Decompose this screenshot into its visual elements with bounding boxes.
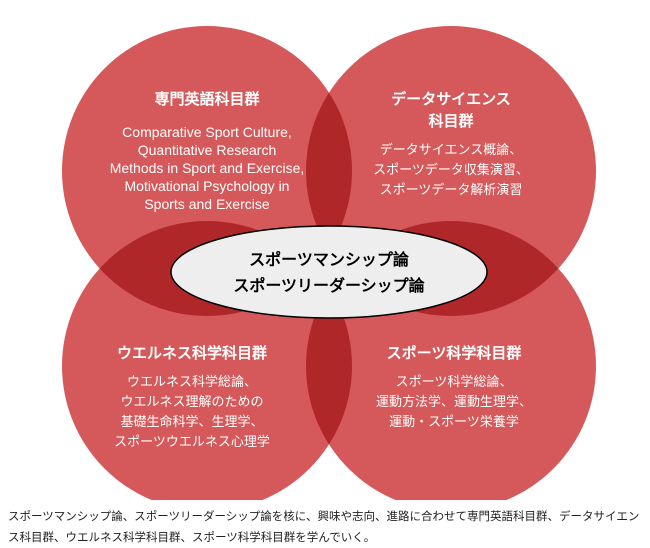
venn-diagram: 専門英語科目群 Comparative Sport Culture, Quant…: [62, 26, 596, 500]
sports-science-line-1: スポーツ科学総論、: [396, 374, 513, 390]
center-line-2: スポーツリーダーシップ論: [233, 276, 425, 295]
wellness-line-4: スポーツウエルネス心理学: [114, 434, 270, 450]
center-ellipse: [170, 225, 488, 319]
wellness-title: ウエルネス科学科目群: [117, 344, 267, 362]
data-science-title-2: 科目群: [428, 112, 473, 130]
wellness-line-3: 基礎生命科学、生理学、: [120, 414, 263, 430]
sports-science-line-2: 運動方法学、運動生理学、: [376, 394, 532, 410]
data-science-line-1: データサイエンス概論、: [380, 142, 523, 158]
english-line-2: Quantitative Research: [138, 142, 277, 158]
english-line-1: Comparative Sport Culture,: [122, 124, 292, 140]
wellness-line-2: ウエルネス理解のための: [120, 395, 263, 410]
sports-science-title: スポーツ科学科目群: [387, 344, 522, 362]
english-line-5: Sports and Exercise: [144, 196, 269, 212]
data-science-title-1: データサイエンス: [391, 90, 511, 108]
caption: スポーツマンシップ論、スポーツリーダーシップ論を核に、興味や志向、進路に合わせて…: [8, 509, 640, 544]
data-science-line-3: スポーツデータ解析演習: [380, 182, 523, 198]
english-line-3: Methods in Sport and Exercise,: [110, 160, 305, 176]
english-title: 専門英語科目群: [154, 90, 259, 108]
english-line-4: Motivational Psychology in: [125, 178, 290, 194]
data-science-line-2: スポーツデータ収集演習、: [373, 162, 529, 178]
wellness-line-1: ウエルネス科学総論、: [127, 374, 257, 390]
sports-science-line-3: 運動・スポーツ栄養学: [389, 414, 519, 430]
center-line-1: スポーツマンシップ論: [249, 250, 410, 269]
